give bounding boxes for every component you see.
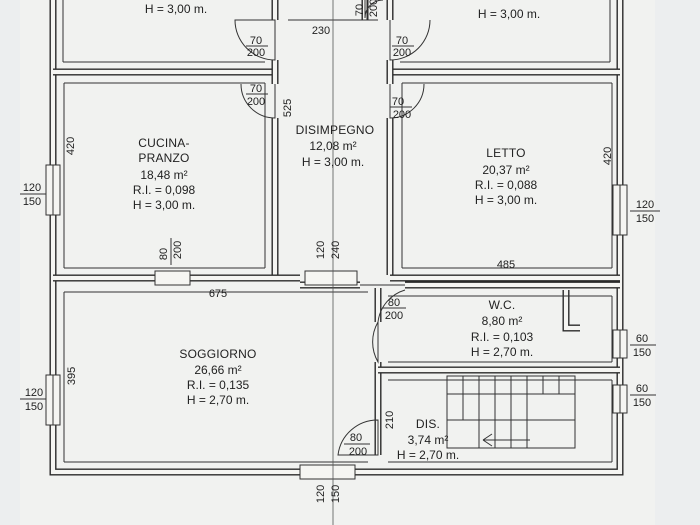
letto-name: LETTO (486, 146, 525, 160)
dim-corridor-open-w: 120 (315, 241, 327, 259)
dim-dis-door-w: 80 (350, 432, 362, 444)
dimension-labels: 230 70 200 70 200 70 200 70 200 70 200 5… (20, 0, 660, 503)
dim-dis-door-h: 200 (349, 446, 367, 458)
dim-wc-win-w: 60 (636, 333, 648, 345)
soggiorno-height: H = 2,70 m. (187, 393, 249, 407)
dim-stair-win-w: 60 (636, 383, 648, 395)
soggiorno-ri: R.I. = 0,135 (187, 378, 250, 392)
dim-corridor-open-h: 240 (330, 241, 342, 259)
top-right-height: H = 3,00 m. (478, 7, 540, 21)
dim-door-tr-h: 200 (393, 47, 411, 59)
dim-wc-door-h: 200 (385, 310, 403, 322)
dim-door-tr-w: 70 (396, 35, 408, 47)
dim-entrance-h: 150 (330, 485, 342, 503)
dim-door-ml-h: 200 (247, 96, 265, 108)
dim-letto-width: 485 (497, 259, 515, 271)
wc-ri: R.I. = 0,103 (471, 330, 534, 344)
wc-name: W.C. (489, 298, 516, 312)
dim-stair-win-h: 150 (633, 397, 651, 409)
dim-door-mr-w: 70 (392, 96, 404, 108)
letto-ri: R.I. = 0,088 (475, 178, 538, 192)
disimpegno-height: H = 3,00 m. (302, 155, 364, 169)
dim-left-win-upper-w: 120 (23, 182, 41, 194)
plan-sheet (20, 0, 655, 525)
cucina-name-line2: PRANZO (138, 151, 189, 165)
dim-wc-win-h: 150 (633, 347, 651, 359)
dim-left-win-lower-w: 120 (25, 387, 43, 399)
dim-cucina-depth: 420 (65, 137, 77, 155)
dim-cucina-door-w: 80 (158, 248, 170, 260)
soggiorno-area: 26,66 m² (194, 363, 241, 377)
soggiorno-name: SOGGIORNO (179, 347, 256, 361)
dim-left-win-lower-h: 150 (25, 401, 43, 413)
disimpegno-name: DISIMPEGNO (296, 123, 375, 137)
disimpegno-area: 12,08 m² (309, 139, 356, 153)
dim-top-right-door-h: 200 (368, 0, 380, 17)
cucina-area: 18,48 m² (140, 168, 187, 182)
dim-left-win-upper-h: 150 (23, 196, 41, 208)
dim-door-ml-w: 70 (250, 83, 262, 95)
dim-right-win-upper-w: 120 (636, 199, 654, 211)
dis-area: 3,74 m² (408, 433, 449, 447)
dim-letto-depth: 420 (602, 147, 614, 165)
cucina-name-line1: CUCINA- (138, 136, 189, 150)
dim-top-right-door-w: 70 (354, 4, 366, 16)
dim-soggiorno-width: 675 (209, 288, 227, 300)
cucina-ri: R.I. = 0,098 (133, 183, 196, 197)
dim-top-corridor: 230 (312, 25, 330, 37)
dim-wc-door-w: 80 (388, 297, 400, 309)
dim-dis-depth: 210 (384, 411, 396, 429)
dim-door-tl-h: 200 (247, 47, 265, 59)
dim-soggiorno-depth: 395 (66, 367, 78, 385)
dim-right-win-upper-h: 150 (636, 213, 654, 225)
dis-height: H = 2,70 m. (397, 448, 459, 462)
wc-area: 8,80 m² (482, 314, 523, 328)
dim-door-tl-w: 70 (250, 35, 262, 47)
top-left-height: H = 3,00 m. (145, 2, 207, 16)
windows (45, 164, 628, 480)
dim-corridor-length: 525 (282, 99, 294, 117)
dis-name: DIS. (416, 417, 440, 431)
staircase (446, 375, 576, 449)
wc-height: H = 2,70 m. (471, 345, 533, 359)
dim-cucina-door-h: 200 (172, 241, 184, 259)
cucina-height: H = 3,00 m. (133, 198, 195, 212)
dim-entrance-w: 120 (315, 485, 327, 503)
letto-height: H = 3,00 m. (475, 193, 537, 207)
door-swings (234, 0, 431, 456)
dim-door-mr-h: 200 (393, 109, 411, 121)
letto-area: 20,37 m² (482, 163, 529, 177)
inner-lines (62, 0, 613, 463)
